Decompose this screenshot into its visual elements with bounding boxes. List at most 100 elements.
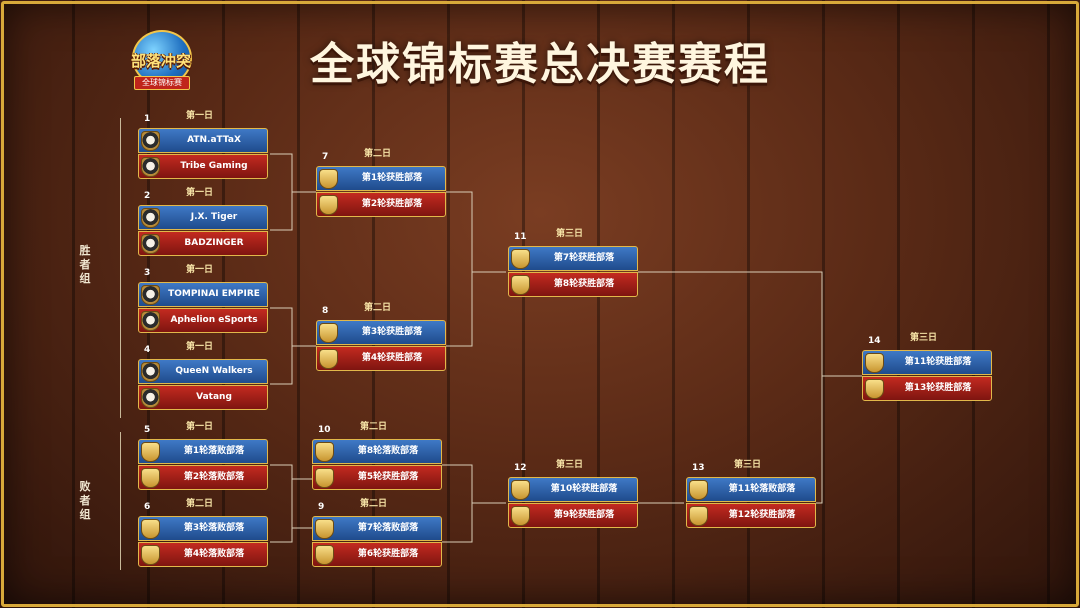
team-slot-bottom: Tribe Gaming [138, 154, 268, 179]
match-number: 13 [692, 463, 705, 473]
connector-line [270, 464, 293, 543]
match-number: 5 [144, 425, 151, 435]
match-number: 14 [868, 336, 881, 346]
team-logo-icon [141, 157, 160, 177]
match-number: 1 [144, 114, 151, 124]
team-slot-top: 第11轮获胜部落 [862, 350, 992, 375]
match-day: 第二日 [360, 499, 388, 509]
match-card: 7 第二日 第1轮获胜部落 第2轮获胜部落 [316, 149, 446, 218]
match-card: 6 第二日 第3轮落败部落 第4轮落败部落 [138, 499, 268, 568]
match-card: 1 第一日 ATN.aTTaX Tribe Gaming [138, 111, 268, 180]
team-name: 第11轮落败部落 [728, 484, 796, 494]
match-number: 2 [144, 191, 151, 201]
match-number: 3 [144, 268, 151, 278]
team-name: 第4轮落败部落 [183, 549, 245, 559]
team-slot-bottom: 第4轮获胜部落 [316, 346, 446, 371]
shield-icon [141, 468, 160, 488]
logo-title: 部落冲突 [130, 52, 191, 70]
match-day: 第二日 [360, 422, 388, 432]
team-slot-top: 第1轮获胜部落 [316, 166, 446, 191]
team-slot-top: 第3轮获胜部落 [316, 320, 446, 345]
match-card: 12 第三日 第10轮获胜部落 第9轮获胜部落 [508, 460, 638, 529]
team-slot-top: 第11轮落败部落 [686, 477, 816, 502]
team-slot-top: TOMPINAI EMPIRE [138, 282, 268, 307]
connector-line [446, 191, 473, 347]
shield-icon [511, 275, 530, 295]
team-name: BADZINGER [184, 238, 244, 248]
match-card: 10 第二日 第8轮落败部落 第5轮获胜部落 [312, 422, 442, 491]
shield-icon [141, 519, 160, 539]
match-number: 7 [322, 152, 329, 162]
team-logo-icon [141, 388, 160, 408]
shield-icon [865, 353, 884, 373]
team-slot-bottom: 第13轮获胜部落 [862, 376, 992, 401]
team-slot-bottom: 第8轮获胜部落 [508, 272, 638, 297]
team-name: 第7轮落败部落 [357, 523, 419, 533]
team-slot-top: 第8轮落败部落 [312, 439, 442, 464]
team-name: ATN.aTTaX [187, 135, 241, 145]
match-day: 第三日 [556, 229, 584, 239]
connector-line [270, 307, 293, 385]
team-name: 第1轮落败部落 [183, 446, 245, 456]
shield-icon [315, 545, 334, 565]
team-name: 第10轮获胜部落 [550, 484, 618, 494]
match-day: 第二日 [186, 499, 214, 509]
team-slot-bottom: 第12轮获胜部落 [686, 503, 816, 528]
match-day: 第二日 [364, 303, 392, 313]
team-name: 第11轮获胜部落 [904, 357, 972, 367]
team-name: 第8轮落败部落 [357, 446, 419, 456]
match-card: 8 第二日 第3轮获胜部落 第4轮获胜部落 [316, 303, 446, 372]
shield-icon [141, 545, 160, 565]
game-logo: 部落冲突 全球锦标赛 [122, 28, 200, 94]
match-number: 9 [318, 502, 325, 512]
team-name: 第7轮获胜部落 [553, 253, 615, 263]
team-name: 第5轮获胜部落 [357, 472, 419, 482]
team-name: 第13轮获胜部落 [904, 383, 972, 393]
shield-icon [511, 249, 530, 269]
shield-icon [319, 195, 338, 215]
team-slot-bottom: BADZINGER [138, 231, 268, 256]
team-logo-icon [141, 362, 160, 382]
team-name: Aphelion eSports [170, 315, 258, 325]
match-card: 3 第一日 TOMPINAI EMPIRE Aphelion eSports [138, 265, 268, 334]
match-day: 第三日 [910, 333, 938, 343]
team-name: J.X. Tiger [190, 212, 238, 222]
match-number: 8 [322, 306, 329, 316]
losers-group-label: 败者组 [79, 480, 91, 521]
team-logo-icon [141, 234, 160, 254]
match-day: 第一日 [186, 342, 214, 352]
match-number: 10 [318, 425, 331, 435]
team-name: TOMPINAI EMPIRE [168, 289, 260, 299]
team-name: 第6轮获胜部落 [357, 549, 419, 559]
team-slot-top: QueeN Walkers [138, 359, 268, 384]
shield-icon [315, 442, 334, 462]
match-day: 第一日 [186, 111, 214, 121]
team-logo-icon [141, 131, 160, 151]
team-logo-icon [141, 208, 160, 228]
match-card: 11 第三日 第7轮获胜部落 第8轮获胜部落 [508, 229, 638, 298]
connector-line [442, 464, 473, 543]
shield-icon [689, 506, 708, 526]
shield-icon [315, 468, 334, 488]
losers-divider [120, 432, 121, 570]
team-name: 第8轮获胜部落 [553, 279, 615, 289]
team-slot-bottom: 第2轮落败部落 [138, 465, 268, 490]
shield-icon [319, 323, 338, 343]
shield-icon [511, 480, 530, 500]
team-slot-bottom: 第2轮获胜部落 [316, 192, 446, 217]
team-name: 第1轮获胜部落 [361, 173, 423, 183]
match-card: 14 第三日 第11轮获胜部落 第13轮获胜部落 [862, 333, 992, 402]
team-slot-top: 第7轮获胜部落 [508, 246, 638, 271]
match-number: 11 [514, 232, 527, 242]
team-slot-top: J.X. Tiger [138, 205, 268, 230]
shield-icon [865, 379, 884, 399]
match-day: 第一日 [186, 188, 214, 198]
team-slot-bottom: 第5轮获胜部落 [312, 465, 442, 490]
winners-group-label: 胜者组 [79, 244, 91, 285]
match-day: 第三日 [734, 460, 762, 470]
team-slot-top: ATN.aTTaX [138, 128, 268, 153]
team-name: 第2轮落败部落 [183, 472, 245, 482]
team-slot-bottom: 第9轮获胜部落 [508, 503, 638, 528]
team-logo-icon [141, 311, 160, 331]
team-name: 第4轮获胜部落 [361, 353, 423, 363]
